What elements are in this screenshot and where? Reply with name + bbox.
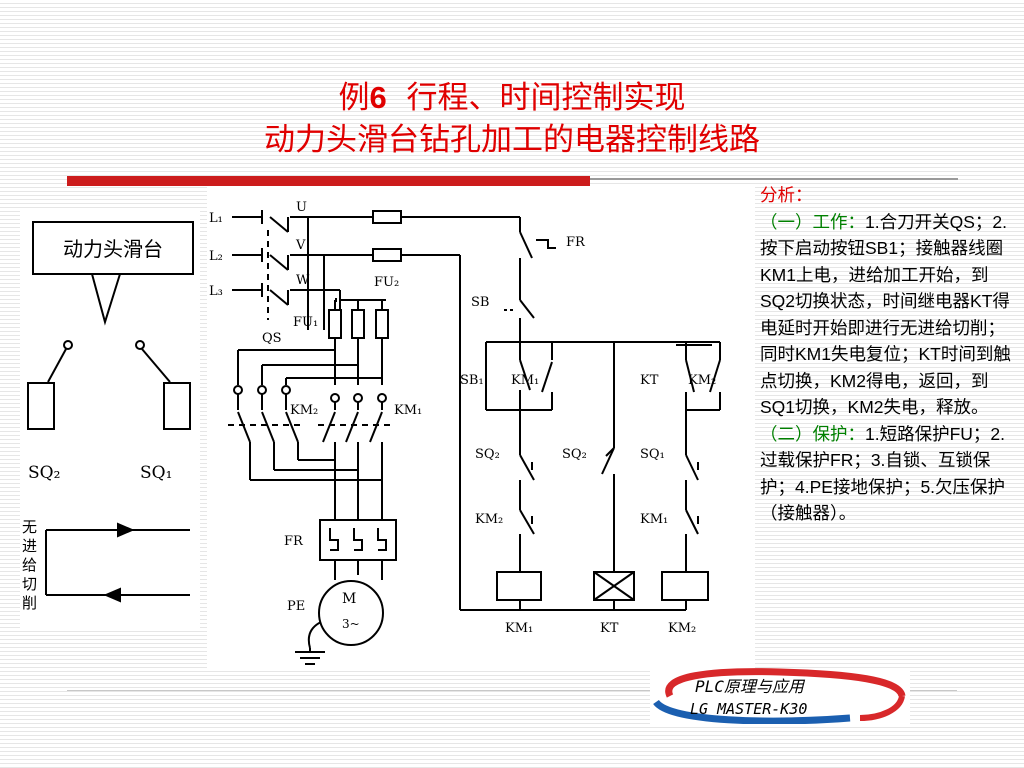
page-title-line2: 动力头滑台钻孔加工的电器控制线路 (264, 122, 760, 158)
analysis-panel: 分析： （一）工作：1.合刀开关QS；2.按下启动按钮SB1；接触器线圈KM1上… (760, 182, 1012, 527)
label-sq1-left-panel: SQ₁ (140, 463, 172, 483)
label-km1-main: KM₁ (394, 403, 422, 418)
label-coil-km1: KM₁ (505, 621, 533, 636)
label-fu2: FU₂ (374, 275, 399, 290)
label-km2-hold: KM₂ (688, 373, 716, 388)
label-feed-vertical: 无 进 给 切 削 (22, 518, 37, 612)
label-fr-main: FR (284, 534, 304, 549)
analysis-part1: （一）工作：1.合刀开关QS；2.按下启动按钮SB1；接触器线圈KM1上电，进给… (760, 209, 1012, 421)
logo-line1: PLC原理与应用 (695, 677, 806, 696)
footer-divider-line (67, 690, 957, 691)
analysis-part1-text: 1.合刀开关QS；2.按下启动按钮SB1；接触器线圈KM1上电，进给加工开始，到… (760, 211, 1011, 418)
slide-table-box (32, 221, 194, 275)
analysis-heading: 分析： (760, 185, 813, 205)
svg-text:进: 进 (22, 537, 37, 555)
label-fr-ctrl: FR (566, 235, 586, 250)
svg-text:无: 无 (22, 518, 37, 536)
slide-pointer (91, 273, 121, 326)
motor-label-m: M (342, 591, 356, 607)
label-qs: QS (262, 331, 282, 346)
analysis-part1-label: （一）工作： (760, 211, 865, 232)
label-km2-interlock: KM₂ (475, 512, 503, 527)
sq1-switch-body (163, 382, 191, 430)
label-sb: SB (471, 295, 489, 310)
label-slide-table: 动力头滑台 (63, 237, 163, 261)
label-km2-main: KM₂ (290, 403, 318, 418)
logo-line2: LG MASTER-K30 (690, 700, 807, 718)
label-sq2-left: SQ₂ (475, 447, 500, 462)
label-w: W (296, 273, 310, 288)
label-pe: PE (287, 599, 305, 614)
label-l3: L₃ (209, 284, 223, 299)
label-sb1: SB₁ (460, 373, 484, 388)
svg-text:切: 切 (22, 575, 37, 593)
label-km1-interlock: KM₁ (640, 512, 668, 527)
page-title-line1: 例6 行程、时间控制实现 (338, 80, 686, 116)
svg-text:削: 削 (22, 594, 37, 612)
motor-circle (318, 580, 384, 646)
analysis-part2-text: 1.短路保护FU；2.过载保护FR；3.自锁、互锁保护；4.PE接地保护；5.欠… (760, 423, 1006, 524)
label-l2: L₂ (209, 249, 223, 264)
label-l1: L₁ (209, 211, 223, 226)
label-sq2-left-panel: SQ₂ (28, 463, 60, 483)
label-coil-kt: KT (600, 621, 619, 636)
label-km1-hold: KM₁ (511, 373, 539, 388)
title-divider-line (590, 178, 958, 180)
motor-label-3: 3~ (342, 617, 360, 631)
label-u: U (296, 200, 307, 215)
svg-text:给: 给 (22, 556, 37, 574)
label-sq1-right: SQ₁ (640, 447, 665, 462)
analysis-part2-label: （二）保护： (760, 423, 865, 444)
label-fu1: FU₁ (293, 315, 318, 330)
label-coil-km2: KM₂ (668, 621, 696, 636)
analysis-part2: （二）保护：1.短路保护FU；2.过载保护FR；3.自锁、互锁保护；4.PE接地… (760, 421, 1012, 527)
label-kt-contact: KT (640, 373, 659, 388)
title-underline-bar (67, 176, 590, 186)
label-sq2-mid: SQ₂ (562, 447, 587, 462)
label-v: V (295, 238, 306, 253)
sq2-switch-body (27, 382, 55, 430)
plc-course-logo: PLC原理与应用 LG MASTER-K30 (650, 668, 910, 724)
